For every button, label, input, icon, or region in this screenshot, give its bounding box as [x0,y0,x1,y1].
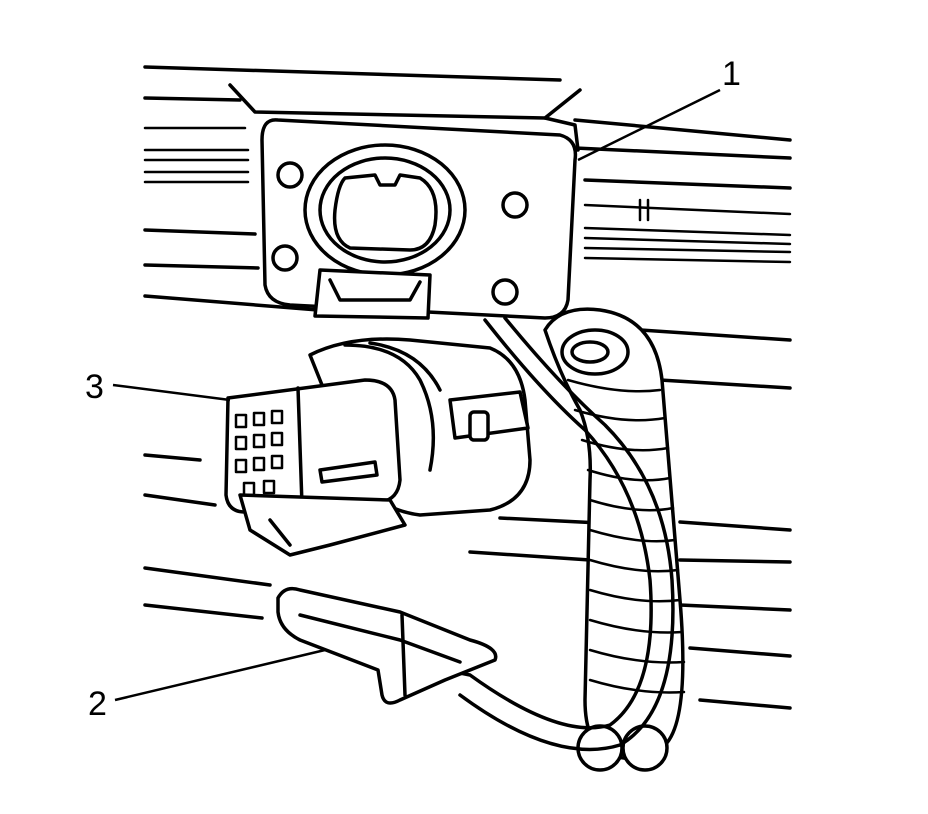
wire-harness [433,316,675,752]
callout-3: 3 [85,368,104,406]
terminal-cavities [234,409,284,497]
callout-1: 1 [722,55,741,93]
trim-strip [228,83,582,152]
leader-line-3 [112,383,231,402]
mounting-bracket [260,118,578,320]
leader-line-2 [114,648,326,702]
leader-line-1 [577,88,721,162]
harness-connector [224,337,532,557]
callout-2: 2 [88,685,107,723]
wiring-conduit [543,307,686,772]
background-panel-lines [143,65,792,710]
retaining-clip [276,586,498,705]
